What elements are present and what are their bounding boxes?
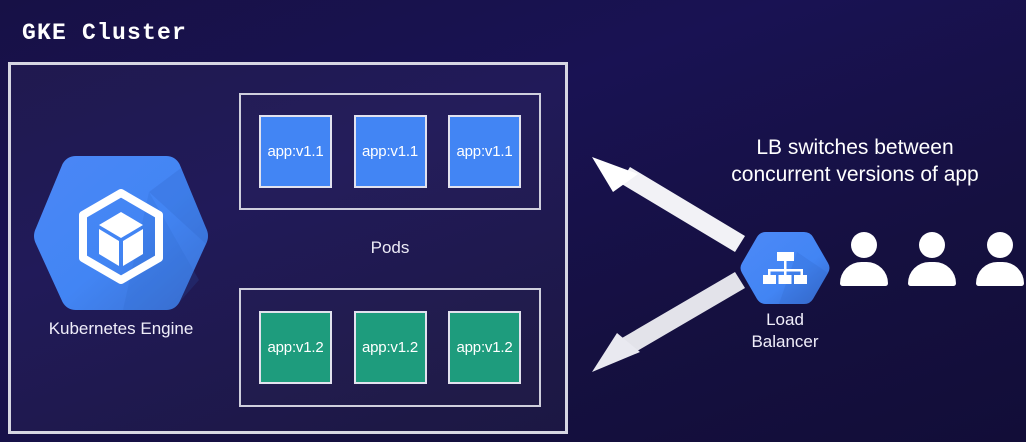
lb-annotation-line2: concurrent versions of app bbox=[731, 163, 979, 186]
pod-v12-1: app:v1.2 bbox=[259, 311, 332, 384]
pod-v11-3: app:v1.1 bbox=[448, 115, 521, 188]
user-body bbox=[840, 262, 888, 286]
user-head bbox=[851, 232, 877, 258]
pods-group-v11: app:v1.1 app:v1.1 app:v1.1 bbox=[239, 93, 541, 210]
kubernetes-engine-label: Kubernetes Engine bbox=[48, 319, 194, 338]
arrow-to-v12-icon bbox=[592, 272, 745, 372]
load-balancer-label-line1: Load bbox=[766, 310, 804, 329]
cluster-boundary bbox=[8, 62, 568, 434]
pod-v12-2: app:v1.2 bbox=[353, 311, 427, 384]
load-balancer-icon bbox=[739, 228, 831, 308]
user-head bbox=[919, 232, 945, 258]
user-body bbox=[908, 262, 956, 286]
user-icon-3 bbox=[974, 232, 1026, 286]
kubernetes-engine-node: Kubernetes Engine bbox=[31, 150, 211, 339]
pod-v12-3: app:v1.2 bbox=[448, 311, 521, 384]
user-head bbox=[987, 232, 1013, 258]
kubernetes-engine-hexagon-icon bbox=[34, 156, 208, 310]
user-body bbox=[976, 262, 1024, 286]
load-balancer-hexagon-icon bbox=[740, 232, 830, 304]
load-balancer-node: Load Balancer bbox=[739, 228, 831, 353]
cluster-title: GKE Cluster bbox=[22, 20, 188, 46]
lb-annotation-line1: LB switches between bbox=[756, 136, 954, 159]
lb-annotation: LB switches between concurrent versions … bbox=[690, 134, 1020, 188]
user-icon-1 bbox=[838, 232, 890, 286]
load-balancer-label-line2: Balancer bbox=[751, 332, 819, 351]
pod-v11-2: app:v1.1 bbox=[353, 115, 427, 188]
load-balancer-label: Load Balancer bbox=[739, 309, 831, 353]
kubernetes-engine-icon bbox=[31, 150, 211, 315]
pod-v11-1: app:v1.1 bbox=[259, 115, 332, 188]
pods-label: Pods bbox=[370, 238, 410, 257]
users-group bbox=[838, 232, 1026, 286]
user-icon-2 bbox=[906, 232, 958, 286]
pods-group-v12: app:v1.2 app:v1.2 app:v1.2 bbox=[239, 288, 541, 407]
